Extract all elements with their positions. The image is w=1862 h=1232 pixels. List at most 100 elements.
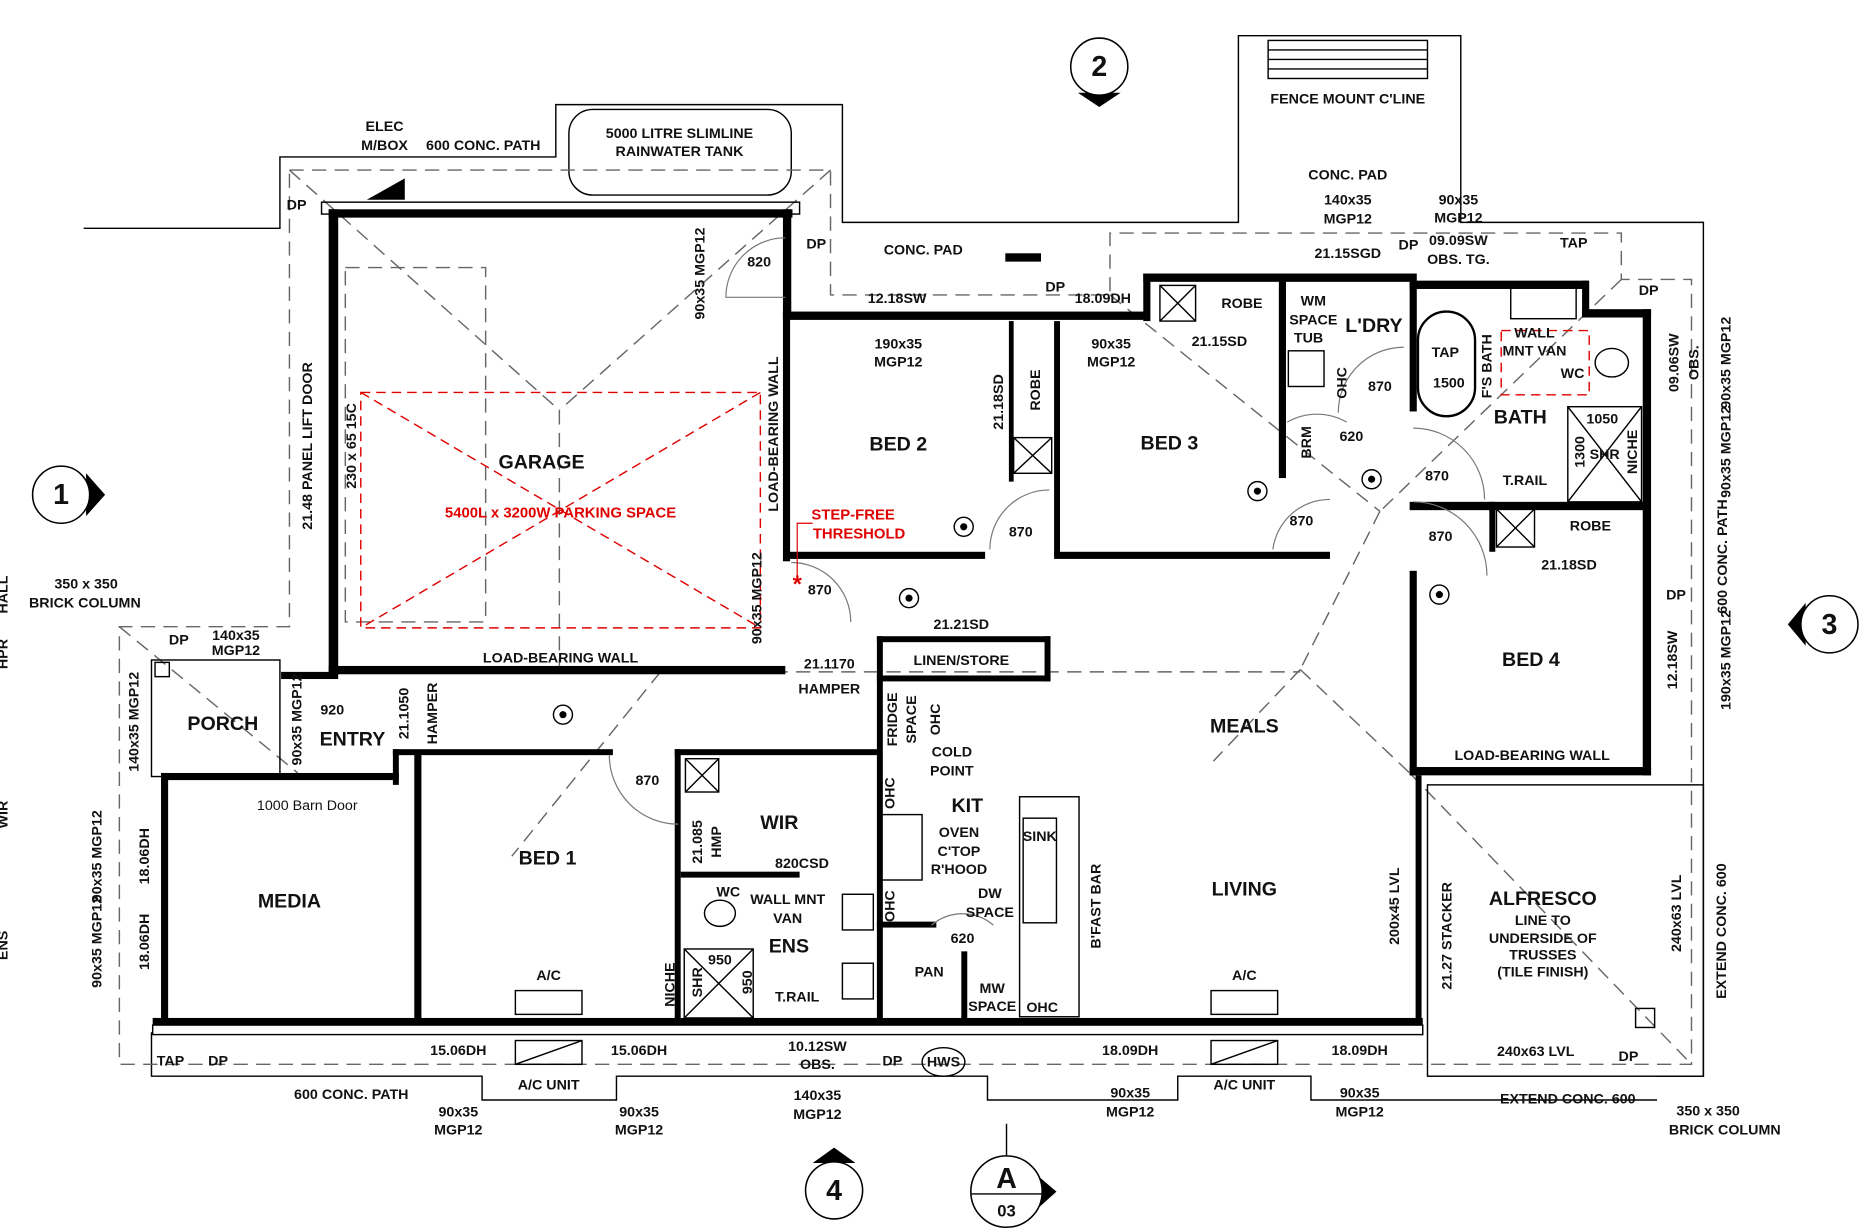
label: TAP: [1432, 345, 1460, 361]
label: A/C UNIT: [1213, 1077, 1275, 1093]
label: R'HOOD: [931, 862, 988, 878]
parking-space-outline: [360, 391, 762, 629]
label: 230 x 65 15C: [344, 403, 360, 489]
label: 870: [1368, 379, 1392, 395]
label: 190x35 MGP12: [1719, 610, 1735, 710]
elevation-marker-1[interactable]: 1: [31, 465, 106, 525]
elevation-marker-3[interactable]: 3: [1787, 595, 1859, 654]
label: 870: [1009, 524, 1033, 540]
label: PAN: [915, 964, 944, 980]
label: 240x63 LVL: [1669, 874, 1685, 952]
toilet: [1594, 347, 1630, 378]
label: DP: [1666, 587, 1686, 603]
section-marker-a[interactable]: A 03: [970, 1123, 1057, 1229]
label: A/C: [1232, 968, 1257, 984]
label: CONC. PAD: [1308, 168, 1387, 184]
label: 18.09DH: [1332, 1043, 1388, 1059]
label: HMP: [709, 826, 725, 858]
room-ens: ENS: [769, 936, 809, 958]
label: BRM: [1299, 426, 1315, 458]
label: CONC. PAD: [884, 242, 963, 258]
label: DW: [978, 886, 1002, 902]
label: 870: [1290, 514, 1314, 530]
label: MGP12: [793, 1107, 841, 1123]
label: OBS.: [800, 1057, 835, 1073]
label: TAP: [157, 1054, 185, 1070]
label: 18.06DH: [137, 828, 153, 884]
label: UNDERSIDE OF: [1489, 931, 1597, 947]
label: DP: [882, 1054, 902, 1070]
parking-space-label: 5400L x 3200W PARKING SPACE: [445, 505, 676, 521]
label: HAMPER: [798, 681, 861, 697]
label: FENCE MOUNT C'LINE: [1270, 91, 1425, 107]
label: WALL MNT: [750, 892, 825, 908]
label: 240x63 LVL: [1497, 1044, 1575, 1060]
label: OBS. TG.: [1427, 252, 1490, 268]
label: 90x35 MGP12: [1719, 317, 1735, 409]
label: 90x35 MGP12: [1719, 406, 1735, 498]
label: 600 CONC. PATH: [1715, 499, 1731, 613]
label: SINK: [1023, 829, 1058, 845]
label: MGP12: [615, 1122, 663, 1138]
room-wir: WIR: [760, 812, 798, 834]
label: DP: [287, 197, 307, 213]
elevation-marker-2[interactable]: 2: [1069, 37, 1129, 108]
label: 10.12SW: [788, 1039, 847, 1055]
label: MGP12: [1336, 1105, 1384, 1121]
basin: [1510, 284, 1577, 320]
room-bed1: BED 1: [519, 848, 577, 870]
label: 18.09DH: [1075, 291, 1131, 307]
label: ROBE: [1570, 518, 1611, 534]
elevation-marker-4[interactable]: 4: [804, 1147, 864, 1220]
label: 920: [320, 703, 344, 719]
wall-vanity-outline: [1500, 329, 1590, 396]
label: 350 x 350: [1676, 1103, 1740, 1119]
label: 5000 LITRE SLIMLINE: [606, 126, 753, 142]
room-bed3: BED 3: [1141, 433, 1199, 455]
label: 620: [1339, 429, 1363, 445]
asterisk-icon: *: [793, 571, 803, 598]
room-bath: BATH: [1494, 406, 1547, 428]
label: 21.18SD: [1541, 558, 1597, 574]
fixtures: [366, 178, 1643, 1066]
label: C'TOP: [938, 844, 981, 860]
hot-water-system: HWS: [927, 1055, 960, 1071]
label: 18.06DH: [137, 914, 153, 970]
label: EXTEND CONC. 600: [1714, 863, 1730, 999]
label: 12.18SW: [1665, 630, 1681, 689]
label: 21.1050: [396, 688, 412, 740]
label: SHR: [690, 967, 706, 998]
label: TRUSSES: [1509, 948, 1576, 964]
label: MGP12: [1106, 1105, 1154, 1121]
label: SPACE: [1289, 313, 1337, 329]
label: 350 x 350: [54, 577, 118, 593]
label: WC: [1561, 366, 1585, 382]
label: 140x35: [794, 1088, 842, 1104]
label: MGP12: [874, 354, 922, 370]
label: 90x35: [1110, 1086, 1150, 1102]
label: 90x35 MGP12: [692, 227, 708, 319]
label: DP: [806, 237, 826, 253]
label: WALL: [1514, 326, 1555, 342]
label: HPR: [0, 638, 12, 669]
label: 140x35: [212, 628, 260, 644]
marker-label: 1: [53, 479, 69, 511]
label: 09.09SW: [1429, 233, 1488, 249]
label: 870: [1429, 529, 1453, 545]
label: 620: [951, 931, 975, 947]
label: SHR: [1590, 447, 1621, 463]
room-alfresco: ALFRESCO: [1489, 888, 1597, 910]
label: TUB: [1294, 330, 1323, 346]
top-labels: ELEC M/BOX 600 CONC. PATH 5000 LITRE SLI…: [287, 91, 1659, 370]
label: 600 CONC. PATH: [426, 138, 540, 154]
label: 21.15SD: [1192, 334, 1248, 350]
label: DP: [208, 1054, 228, 1070]
label: OHC: [928, 704, 944, 736]
label: FRIDGE: [885, 693, 901, 747]
label: ROBE: [1221, 296, 1262, 312]
label: EXTEND CONC. 600: [1500, 1092, 1636, 1108]
label: 90x35 MGP12: [90, 896, 106, 988]
door-swings: [608, 237, 1488, 926]
label: OHC: [1335, 367, 1351, 399]
sink: [1022, 817, 1058, 924]
